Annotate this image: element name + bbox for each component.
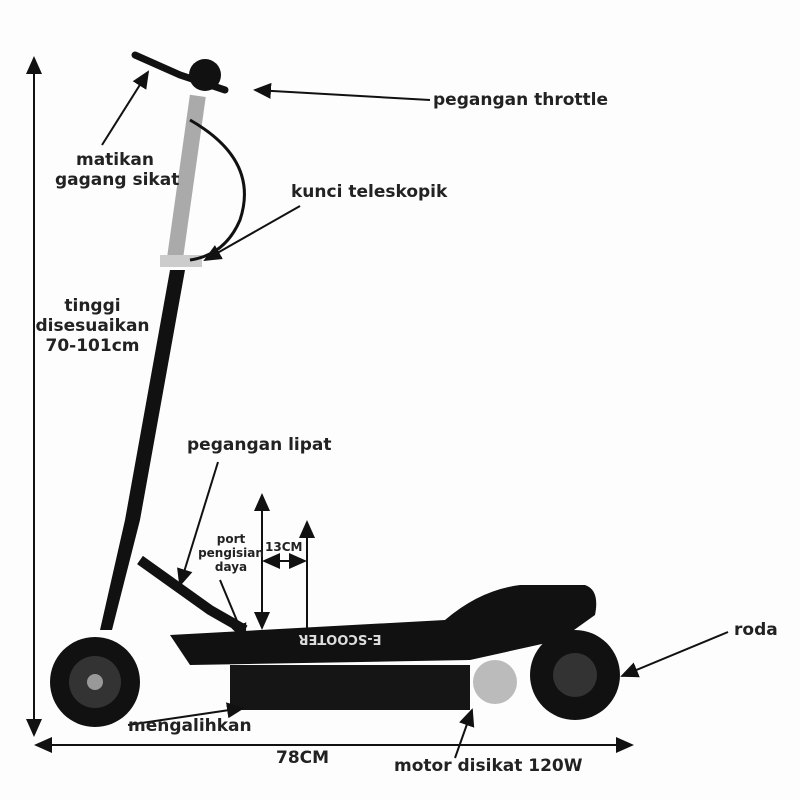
motor-label: motor disikat 120W xyxy=(394,756,583,776)
fold-label: pegangan lipat xyxy=(187,435,332,455)
port-label-line3: daya xyxy=(214,560,248,574)
scooter: E-SCOOTER xyxy=(50,51,620,727)
motor xyxy=(473,660,517,704)
height-label-line1: tinggi xyxy=(64,296,121,316)
wheel-label: roda xyxy=(734,620,778,640)
switch-label: mengalihkan xyxy=(128,716,252,736)
fold-arrow xyxy=(177,461,219,587)
length-label: 78CM xyxy=(276,748,330,768)
brake-label-line1: matikan xyxy=(75,150,155,170)
brake-label-line2: gagang sikat xyxy=(55,170,180,190)
brake-label: matikan gagang sikat xyxy=(55,150,180,190)
wheel-arrow xyxy=(620,631,729,678)
stem xyxy=(100,270,185,630)
height-label-line2: disesuaikan xyxy=(35,316,150,336)
port-label-line2: pengisian xyxy=(198,546,264,560)
battery-box xyxy=(230,665,470,710)
port-arrow xyxy=(219,579,247,642)
clearance-label: 13CM xyxy=(265,540,303,554)
switch-arrow xyxy=(127,702,245,726)
throttle-arrow xyxy=(253,82,431,101)
port-label: port pengisian daya xyxy=(196,532,266,574)
height-label: tinggi disesuaikan 70-101cm xyxy=(30,296,155,356)
deck-brand: E-SCOOTER xyxy=(298,631,381,646)
telescopic-tube xyxy=(166,94,206,266)
brake-arrow xyxy=(101,70,150,146)
telescopic-arrow xyxy=(203,205,301,261)
motor-arrow xyxy=(454,708,475,759)
height-label-line3: 70-101cm xyxy=(45,336,140,356)
port-label-line1: port xyxy=(216,532,246,546)
throttle-label: pegangan throttle xyxy=(433,90,609,110)
telescopic-label: kunci teleskopik xyxy=(291,182,448,202)
deck xyxy=(170,585,597,665)
